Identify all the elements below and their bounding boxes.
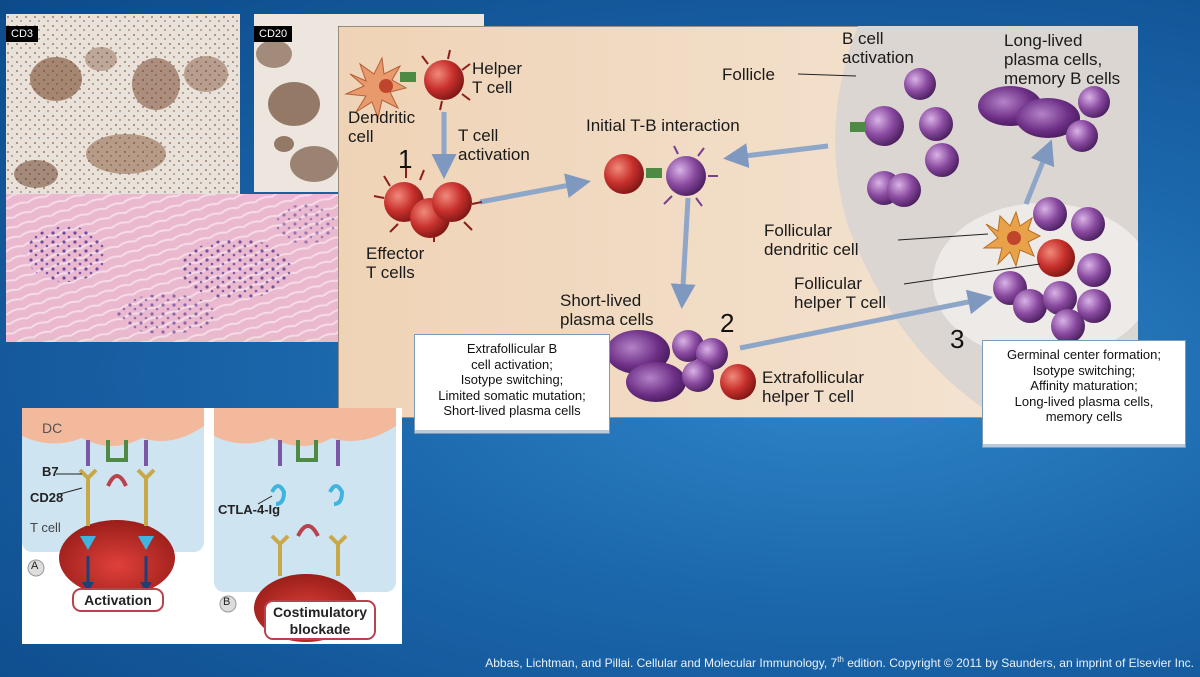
cd3-label: CD3 <box>6 26 39 42</box>
long-lived-label: Long-lived plasma cells, memory B cells <box>1004 31 1121 88</box>
effector-t-cells-label: Effector T cells <box>366 244 425 282</box>
box-line: Isotype switching; <box>1032 362 1136 378</box>
follicle-label: Follicle <box>722 65 775 84</box>
box-line: Limited somatic mutation; <box>438 387 586 403</box>
he-stain-image <box>6 194 340 342</box>
long-lived-cells <box>978 86 1110 152</box>
box-line: cell activation; <box>471 356 553 372</box>
costimulation-artwork <box>22 408 396 642</box>
cd28-label: CD28 <box>30 490 64 505</box>
initial-tb-label: Initial T-B interaction <box>586 116 740 135</box>
costimulatory-blockade-label: Costimulatory blockade <box>264 600 376 640</box>
extrafollicular-helper-label: Extrafollicular helper T cell <box>762 368 865 406</box>
short-lived-label: Short-lived plasma cells <box>560 291 654 329</box>
b-cell-activation-label: B cell activation <box>842 29 914 67</box>
helper-t-cell-label: Helper T cell <box>472 59 523 97</box>
effector-t-cells <box>373 168 483 242</box>
dendritic-cell-label: Dendritic cell <box>348 108 416 146</box>
dc-label: DC <box>42 420 63 436</box>
extrafollicular-info-box: Extrafollicular B cell activation; Isoty… <box>414 334 610 434</box>
step-three: 3 <box>950 324 965 354</box>
helper-t-cell <box>421 49 471 111</box>
citation-superscript: th <box>837 655 844 664</box>
box-line: Long-lived plasma cells, <box>1014 393 1154 409</box>
short-lived-plasma-cells <box>606 330 756 402</box>
box-line: Extrafollicular B <box>466 341 558 356</box>
ctla4-label: CTLA-4-Ig <box>218 502 281 517</box>
citation-text: Abbas, Lichtman, and Pillai. Cellular an… <box>485 656 838 670</box>
box-line: Germinal center formation; <box>1007 347 1161 362</box>
t-b-interaction <box>604 145 718 207</box>
box-line: memory cells <box>1045 409 1123 424</box>
t-cell-activation-label: T cell activation <box>458 126 530 164</box>
germinal-center-cells <box>982 197 1111 343</box>
t-cell-label: T cell <box>30 520 61 535</box>
cd20-label: CD20 <box>254 26 293 42</box>
step-one: 1 <box>398 144 413 174</box>
panel-b-label: B <box>223 596 231 608</box>
step-two: 2 <box>720 308 735 338</box>
panel-a-label: A <box>31 560 39 572</box>
b7-label: B7 <box>42 464 59 479</box>
b-cell-cluster <box>850 68 959 207</box>
follicular-dc-label: Follicular dendritic cell <box>764 221 859 259</box>
citation-footer: Abbas, Lichtman, and Pillai. Cellular an… <box>0 655 1194 670</box>
box-line: Affinity maturation; <box>1030 378 1138 393</box>
box-line: Short-lived plasma cells <box>443 403 581 418</box>
box-line: Isotype switching; <box>460 372 564 387</box>
citation-text-end: edition. Copyright © 2011 by Saunders, a… <box>843 656 1194 670</box>
follicular-helper-label: Follicular helper T cell <box>794 274 886 312</box>
dendritic-cell <box>344 56 416 120</box>
costimulation-diagram: DC B7 CD28 T cell CTLA-4-Ig A B Activati… <box>22 408 402 644</box>
activation-label: Activation <box>72 588 164 612</box>
cd3-stain-image: CD3 <box>6 14 240 194</box>
germinal-center-info-box: Germinal center formation; Isotype switc… <box>982 340 1186 448</box>
